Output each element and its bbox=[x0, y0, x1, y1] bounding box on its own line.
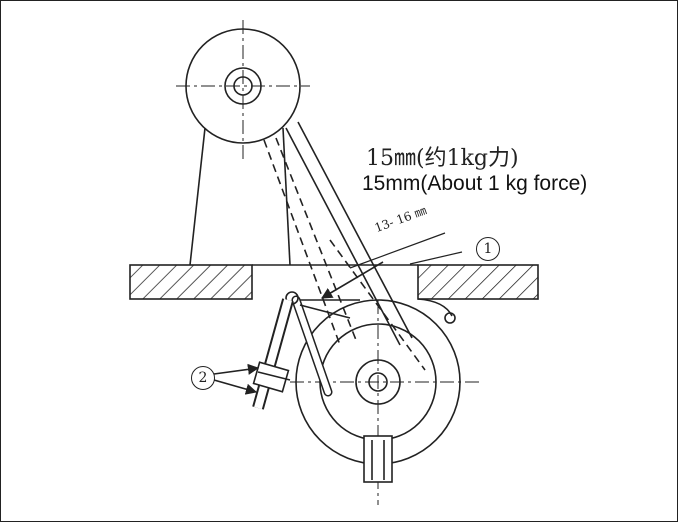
callout-marker-2: 2 bbox=[191, 366, 215, 390]
deflection-indicator bbox=[321, 232, 463, 299]
marker-2-leaders bbox=[213, 363, 260, 395]
motor-pulley bbox=[176, 20, 310, 160]
adjusting-bolt bbox=[252, 298, 294, 410]
machine-pulley bbox=[290, 299, 480, 505]
tension-arm bbox=[285, 291, 360, 397]
motor-bracket bbox=[189, 127, 291, 266]
table-top bbox=[129, 264, 539, 300]
tension-label-english: 15mm(About 1 kg force) bbox=[362, 172, 588, 195]
belt-cover-hook bbox=[417, 298, 456, 324]
callout-marker-1: 1 bbox=[476, 237, 500, 261]
tension-label-chinese: 15㎜(约1kg力) bbox=[366, 146, 519, 171]
